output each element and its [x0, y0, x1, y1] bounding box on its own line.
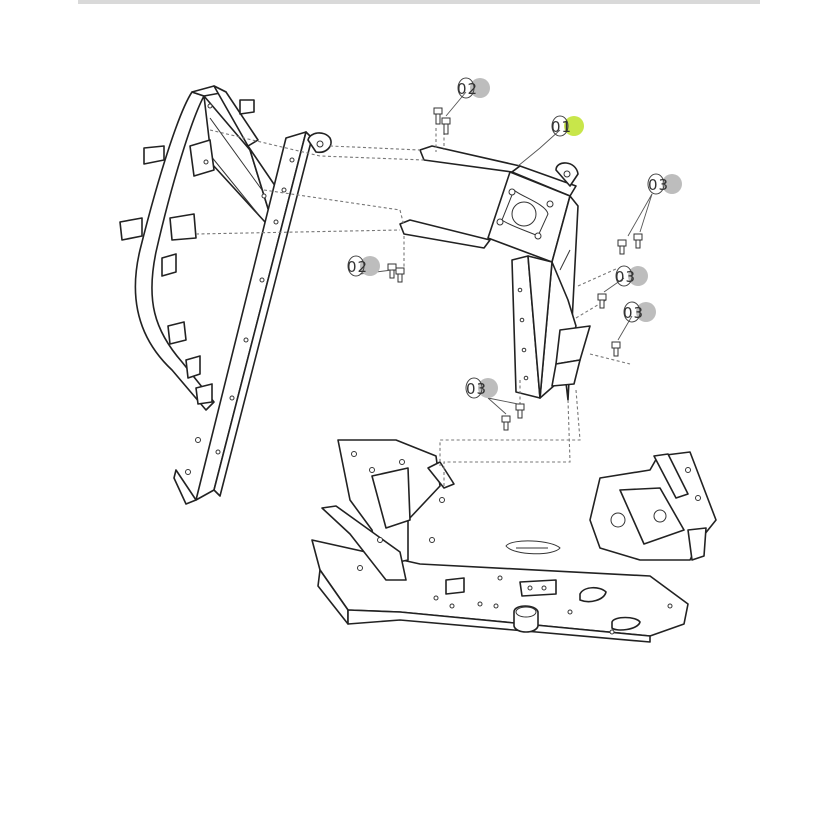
- bolt-icon: [387, 263, 397, 279]
- callout-02-top[interactable]: 02: [445, 77, 490, 117]
- top-scroll-bar: [78, 0, 760, 4]
- bolt-icon: [501, 415, 511, 431]
- bolt-icon: [633, 233, 643, 249]
- callout-03-right-top[interactable]: 03: [627, 173, 682, 237]
- callout-label: 03: [615, 268, 636, 286]
- bolt-icon: [611, 341, 621, 357]
- callout-label: 03: [648, 176, 669, 194]
- mounting-bracket-part[interactable]: [399, 145, 591, 401]
- callout-01[interactable]: 01: [517, 115, 584, 167]
- callout-03-right-mid[interactable]: 03: [603, 265, 648, 293]
- chassis-part[interactable]: [311, 439, 717, 643]
- bolts: [387, 107, 643, 431]
- callout-03-right-low[interactable]: 03: [617, 301, 656, 341]
- bolt-icon: [515, 403, 525, 419]
- callout-02-left[interactable]: 02: [347, 255, 393, 277]
- callout-label: 03: [466, 380, 487, 398]
- callout-03-bottom[interactable]: 03: [465, 377, 519, 415]
- bolt-icon: [617, 239, 627, 255]
- callout-label: 02: [347, 258, 368, 276]
- callout-label: 03: [623, 304, 644, 322]
- front-frame-part[interactable]: [119, 85, 332, 505]
- bolt-icon: [433, 107, 443, 125]
- bolt-icon: [441, 117, 451, 135]
- bolt-icon: [395, 267, 405, 283]
- callout-label: 02: [457, 80, 478, 98]
- callout-label: 01: [551, 118, 572, 136]
- bolt-icon: [597, 293, 607, 309]
